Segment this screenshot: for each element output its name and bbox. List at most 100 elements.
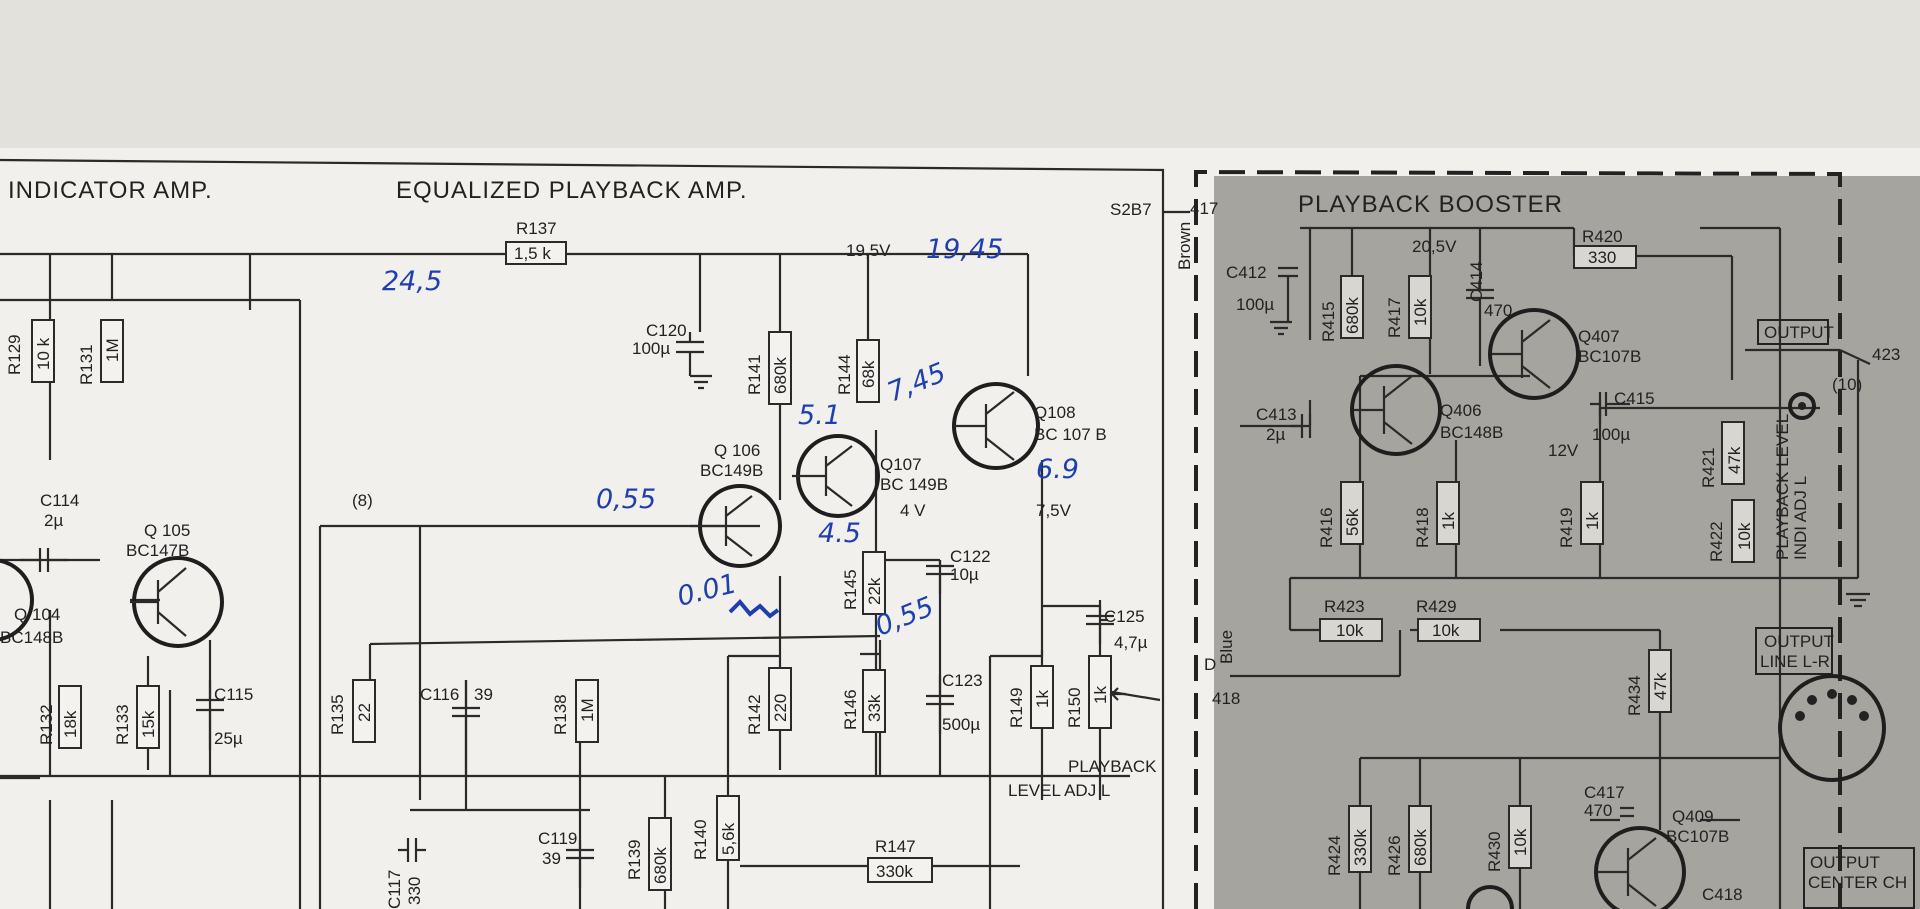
conn-d: D: [1204, 655, 1216, 674]
svg-text:R129: R129: [5, 334, 24, 375]
svg-text:BC107B: BC107B: [1578, 347, 1641, 366]
svg-text:C122: C122: [950, 547, 991, 566]
svg-text:BC147B: BC147B: [126, 541, 189, 560]
svg-text:100µ: 100µ: [1236, 295, 1274, 314]
svg-text:100µ: 100µ: [632, 339, 670, 358]
svg-text:C412: C412: [1226, 263, 1267, 282]
svg-text:R415: R415: [1319, 301, 1338, 342]
svg-text:C418: C418: [1702, 885, 1743, 904]
svg-text:470: 470: [1484, 301, 1512, 320]
transistor-q105: Q 105 BC147B: [126, 521, 224, 648]
title-indicator-amp: INDICATOR AMP.: [8, 177, 213, 204]
resistor-r419: R419 1k: [1557, 481, 1604, 548]
svg-text:OUTPUT: OUTPUT: [1810, 853, 1880, 872]
svg-text:R146: R146: [841, 689, 860, 730]
svg-text:Q407: Q407: [1578, 327, 1620, 346]
svg-text:CENTER CH: CENTER CH: [1808, 873, 1907, 892]
svg-text:47k: 47k: [1725, 446, 1744, 474]
svg-text:1M: 1M: [578, 698, 597, 722]
resistor-r132: R132 18k: [37, 685, 82, 749]
rail-7-5v: 7,5V: [1036, 501, 1072, 520]
svg-text:R144: R144: [835, 354, 854, 395]
svg-text:470: 470: [1584, 801, 1612, 820]
label-playback: PLAYBACK: [1068, 757, 1157, 776]
node-8: (8): [352, 491, 373, 510]
svg-text:25µ: 25µ: [214, 729, 243, 748]
svg-text:R418: R418: [1413, 507, 1432, 548]
resistor-r142: R142 220: [745, 667, 792, 735]
svg-text:LINE L-R: LINE L-R: [1760, 652, 1830, 671]
transistor-q107: Q107 BC 149B: [792, 434, 948, 518]
svg-text:Q 105: Q 105: [144, 521, 190, 540]
resistor-r133: R133 15k: [113, 685, 160, 749]
rail-19-5v: 19,5V: [846, 241, 891, 260]
svg-text:220: 220: [771, 694, 790, 722]
hand-24-5: 24,5: [382, 266, 442, 297]
capacitor-c117: C117 330: [385, 838, 426, 909]
resistor-r417: R417 10k: [1385, 275, 1432, 339]
capacitor-c114: C114 2µ: [20, 491, 79, 572]
svg-text:R147: R147: [875, 837, 916, 856]
conn-blue: Blue: [1217, 630, 1236, 664]
label-level-adj: LEVEL ADJ L: [1008, 781, 1110, 800]
capacitor-c122: C122 10µ: [926, 547, 991, 594]
svg-text:C417: C417: [1584, 783, 1625, 802]
main-frame: [0, 158, 1165, 909]
resistor-r423: R423 10k: [1319, 597, 1383, 642]
svg-text:R429: R429: [1416, 597, 1457, 616]
svg-text:R141: R141: [745, 354, 764, 395]
svg-text:10 k: 10 k: [34, 337, 53, 370]
svg-text:R430: R430: [1485, 831, 1504, 872]
svg-text:BC148B: BC148B: [1440, 423, 1503, 442]
svg-text:C414: C414: [1467, 261, 1486, 302]
svg-text:Q107: Q107: [880, 455, 922, 474]
conn-417: 417: [1190, 199, 1218, 218]
svg-text:500µ: 500µ: [942, 715, 980, 734]
svg-text:R417: R417: [1385, 297, 1404, 338]
resistor-r430: R430 10k: [1485, 805, 1532, 872]
svg-text:10k: 10k: [1432, 621, 1460, 640]
transistor-q406: Q406 BC148B: [1350, 364, 1503, 456]
capacitor-c115: C115 25µ: [196, 680, 253, 750]
svg-text:R145: R145: [841, 569, 860, 610]
label-indi-adj-vert: INDI ADJ L: [1791, 476, 1810, 560]
svg-text:680k: 680k: [771, 357, 790, 394]
resistor-r140: R140 5,6k: [691, 795, 740, 861]
resistor-r415: R415 680k: [1319, 275, 1364, 342]
svg-text:R416: R416: [1317, 507, 1336, 548]
capacitor-c125: C125 4,7µ: [1086, 600, 1148, 652]
svg-text:1k: 1k: [1091, 686, 1110, 704]
resistor-r422: R422 10k: [1707, 499, 1755, 563]
resistor-r420: R420 330: [1573, 227, 1637, 269]
rail-12v: 12V: [1548, 441, 1579, 460]
handwritten-annotations: 24,5 19,45 7,45 5.1 0,55 6.9 4.5 0.01 0,…: [382, 234, 1079, 642]
svg-text:R135: R135: [328, 694, 347, 735]
resistor-r421: R421 47k: [1699, 421, 1745, 488]
svg-text:OUTPUT: OUTPUT: [1764, 632, 1834, 651]
transistor-q409: Q409 BC107B: [1594, 807, 1729, 909]
resistor-r418: R418 1k: [1413, 481, 1460, 548]
svg-text:C120: C120: [646, 321, 687, 340]
capacitor-c119: C119 39: [538, 829, 594, 888]
svg-text:R131: R131: [77, 344, 96, 385]
svg-text:R133: R133: [113, 704, 132, 745]
svg-text:4,7µ: 4,7µ: [1114, 633, 1148, 652]
resistor-r416: R416 56k: [1317, 481, 1364, 548]
svg-text:1k: 1k: [1439, 512, 1458, 530]
resistor-r144: R144 68k: [835, 339, 880, 403]
svg-text:C114: C114: [40, 491, 79, 510]
svg-text:R142: R142: [745, 694, 764, 735]
svg-text:1k: 1k: [1583, 512, 1602, 530]
title-equalized-playback-amp: EQUALIZED PLAYBACK AMP.: [396, 177, 748, 204]
svg-text:BC 149B: BC 149B: [880, 475, 948, 494]
booster-panel: [1214, 176, 1920, 909]
svg-text:680k: 680k: [651, 847, 670, 884]
svg-text:C415: C415: [1614, 389, 1655, 408]
transistor-partial: [1466, 885, 1514, 909]
capacitor-c123: C123 500µ: [926, 671, 983, 734]
svg-text:C125: C125: [1104, 607, 1145, 626]
booster-frame: [1194, 169, 1842, 909]
svg-text:680k: 680k: [1343, 297, 1362, 334]
capacitor-c413: C413 2µ: [1256, 405, 1312, 444]
